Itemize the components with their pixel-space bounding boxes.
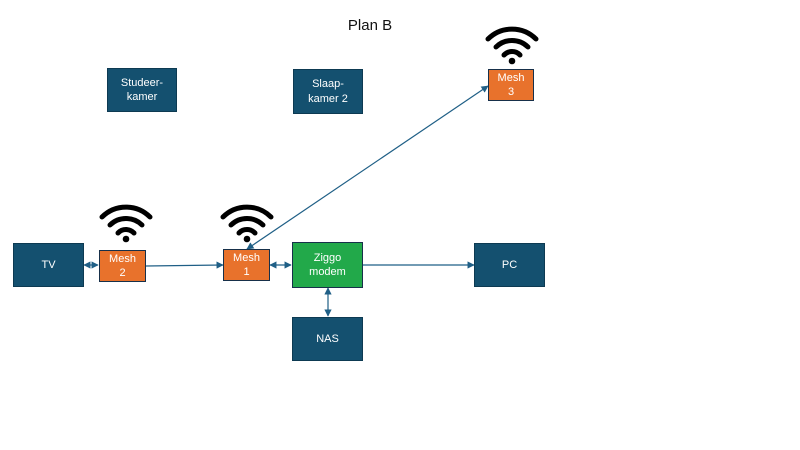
wifi-icon xyxy=(485,26,539,65)
node-studeerkamer: Studeer- kamer xyxy=(107,68,177,112)
wifi-icon xyxy=(220,204,274,243)
link-mesh1-mesh3 xyxy=(246,85,489,250)
link-mesh2-mesh1 xyxy=(145,261,224,269)
node-mesh-1: Mesh 1 xyxy=(223,249,270,281)
node-mesh-2: Mesh 2 xyxy=(99,250,146,282)
node-tv: TV xyxy=(13,243,84,287)
node-ziggo-modem: Ziggo modem xyxy=(292,242,363,288)
diagram-title: Plan B xyxy=(347,17,393,34)
wifi-icon xyxy=(99,204,153,243)
node-nas: NAS xyxy=(292,317,363,361)
node-pc: PC xyxy=(474,243,545,287)
node-mesh-3: Mesh 3 xyxy=(488,69,534,101)
node-slaapkamer-2: Slaap- kamer 2 xyxy=(293,69,363,114)
